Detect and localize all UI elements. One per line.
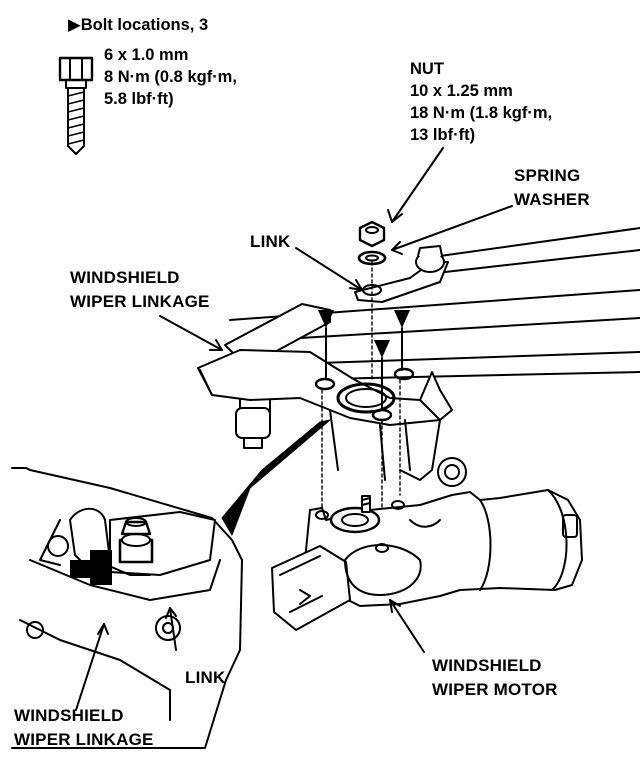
- label-spring-washer-line2: WASHER: [514, 190, 590, 209]
- bolt-arrows: [318, 310, 410, 411]
- bolt-spec-torque: 8 N·m (0.8 kgf·m,: [104, 68, 237, 86]
- label-motor-line2: WIPER MOTOR: [432, 680, 558, 699]
- bolt-spec-title-text: Bolt locations, 3: [80, 16, 209, 34]
- bolt-icon: [58, 56, 94, 155]
- bolt-spec-values: 6 x 1.0 mm 8 N·m (0.8 kgf·m, 5.8 lbf·ft): [104, 44, 237, 110]
- label-linkage-top-line1: WINDSHIELD: [70, 268, 180, 287]
- nut-and-washer: [357, 220, 387, 266]
- nut-spec-title: NUT: [410, 60, 444, 78]
- label-linkage-top-line2: WIPER LINKAGE: [70, 292, 210, 311]
- bolt-spec-size: 6 x 1.0 mm: [104, 46, 189, 64]
- label-linkage-bottom-line2: WIPER LINKAGE: [14, 730, 154, 749]
- label-motor-line1: WINDSHIELD: [432, 656, 542, 675]
- label-link-top: LINK: [250, 232, 291, 251]
- bolt-spec-title: ▶Bolt locations, 3: [68, 14, 208, 36]
- bolt-spec-torque-imperial: 5.8 lbf·ft): [104, 90, 174, 108]
- label-spring-washer-line1: SPRING: [514, 166, 581, 185]
- leader-lines: [75, 147, 513, 711]
- bolt-location-marker: ▶: [68, 16, 81, 34]
- nut-spec-size: 10 x 1.25 mm: [410, 82, 513, 100]
- nut-spec: NUT 10 x 1.25 mm 18 N·m (1.8 kgf·m, 13 l…: [410, 58, 552, 146]
- wiper-motor: [271, 489, 583, 631]
- nut-spec-torque: 18 N·m (1.8 kgf·m,: [410, 104, 553, 122]
- label-link-inset: LINK: [185, 668, 226, 687]
- inset-detail: [11, 419, 331, 749]
- nut-spec-torque-imperial: 13 lbf·ft): [410, 126, 476, 144]
- label-linkage-bottom-line1: WINDSHIELD: [14, 706, 124, 725]
- wiper-linkage-arm: [197, 303, 467, 487]
